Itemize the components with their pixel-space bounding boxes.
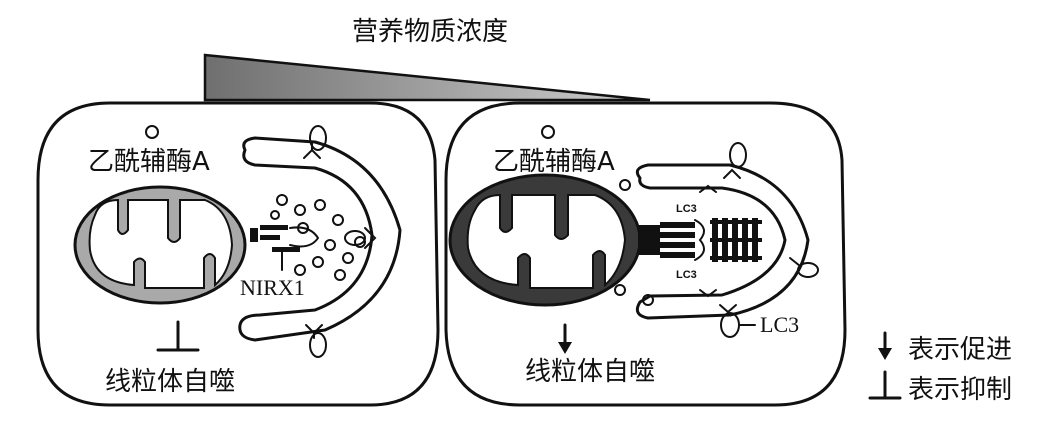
right-cell: 乙酰辅酶A <box>444 101 847 407</box>
legend-inhibit-icon <box>868 370 902 400</box>
right-acetyl-coa-dot-3 <box>614 284 626 296</box>
left-mitochondrion <box>73 185 247 305</box>
left-phagophore <box>238 136 402 342</box>
right-mitochondrion <box>448 173 642 307</box>
legend-promote-label: 表示促进 <box>908 335 1012 365</box>
right-lc3-marks <box>699 142 819 338</box>
left-cell: 乙酰辅酶A NIRX1 <box>36 101 440 407</box>
right-lc3-bottom-label: LC3 <box>676 269 697 281</box>
right-cell-membrane <box>444 101 847 407</box>
right-promote-arrow <box>558 323 572 354</box>
legend-inhibit-label: 表示抑制 <box>908 375 1012 405</box>
right-lc3-label: LC3 <box>760 312 799 337</box>
left-outcome-label: 线粒体自噬 <box>105 367 235 397</box>
right-outcome-label: 线粒体自噬 <box>525 357 655 387</box>
right-acetyl-coa-dot-1 <box>541 125 555 139</box>
gradient-title: 营养物质浓度 <box>352 17 508 47</box>
right-docking-complex <box>638 218 762 262</box>
left-vesicles <box>270 194 366 281</box>
nutrient-gradient-wedge <box>203 53 651 102</box>
right-phagophore <box>635 163 810 320</box>
acetyl-coa-dot <box>145 125 159 139</box>
left-inhibit-symbol <box>156 320 200 352</box>
legend-promote-arrow-icon <box>878 331 892 360</box>
left-cell-membrane <box>36 101 440 407</box>
legend: 表示促进 表示抑制 <box>868 331 1012 405</box>
right-lc3-top-label: LC3 <box>676 203 697 215</box>
right-acetyl-coa-dot-2 <box>619 179 631 191</box>
left-acetyl-coa-label: 乙酰辅酶A <box>88 147 210 177</box>
left-lc3-marks <box>303 125 377 358</box>
left-receptor-bars <box>250 225 320 271</box>
left-protein-label: NIRX1 <box>240 275 305 300</box>
right-acetyl-coa-label: 乙酰辅酶A <box>493 147 615 177</box>
